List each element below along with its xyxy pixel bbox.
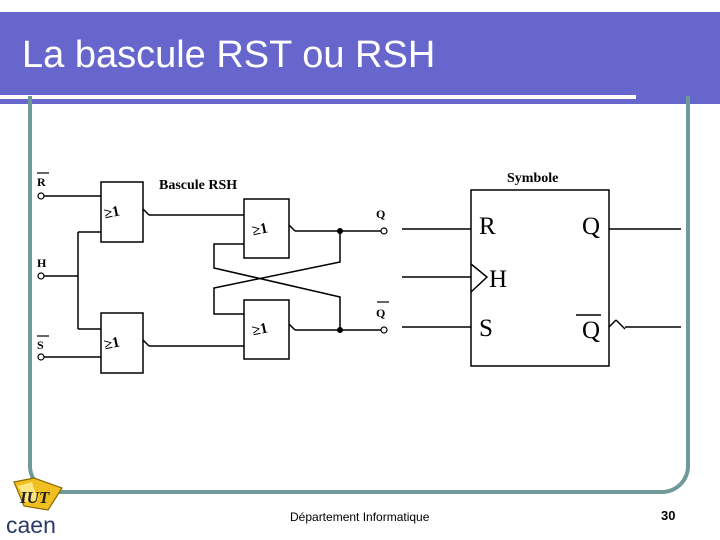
symbol-r: R [479, 213, 496, 240]
schematic-title: Bascule RSH [159, 178, 237, 193]
title-underline [0, 95, 636, 99]
terminal-qbar [380, 326, 388, 334]
gate-input-bottom [100, 312, 144, 374]
gate-latch-top [243, 198, 290, 259]
gate-latch-bottom [243, 299, 290, 360]
label-r: R [37, 175, 46, 189]
iut-caen-logo: IUT caen [6, 477, 63, 538]
gate-label-3: ≥1 [251, 220, 270, 239]
gate-label-2: ≥1 [103, 334, 122, 353]
gate-input-top [100, 181, 144, 243]
symbol-block [470, 189, 610, 367]
content-frame [28, 96, 690, 494]
label-q: Q [376, 207, 385, 221]
label-h: H [37, 256, 47, 270]
logo-text: caen [6, 512, 56, 538]
logo-badge-text: IUT [19, 488, 50, 507]
clock-triangle [470, 263, 489, 293]
slide-title: La bascule RST ou RSH [22, 34, 436, 76]
page-number: 30 [661, 508, 676, 523]
symbol-s: S [479, 315, 493, 342]
terminal-r [37, 192, 45, 200]
feedback-qbar [213, 243, 341, 330]
symbol-h: H [489, 266, 507, 293]
terminal-s [37, 353, 45, 361]
symbol-qbar: Q [582, 317, 600, 344]
footer-department: Département Informatique [290, 510, 430, 524]
title-bar [0, 12, 720, 104]
feedback-q [213, 231, 341, 315]
symbol-title: Symbole [507, 171, 558, 186]
label-s: S [37, 338, 44, 352]
terminal-h [37, 272, 45, 280]
symbol-q: Q [582, 213, 600, 240]
label-qbar: Q [376, 306, 385, 320]
terminal-q [380, 227, 388, 235]
gate-label-4: ≥1 [251, 320, 270, 339]
gate-label-1: ≥1 [103, 203, 122, 222]
